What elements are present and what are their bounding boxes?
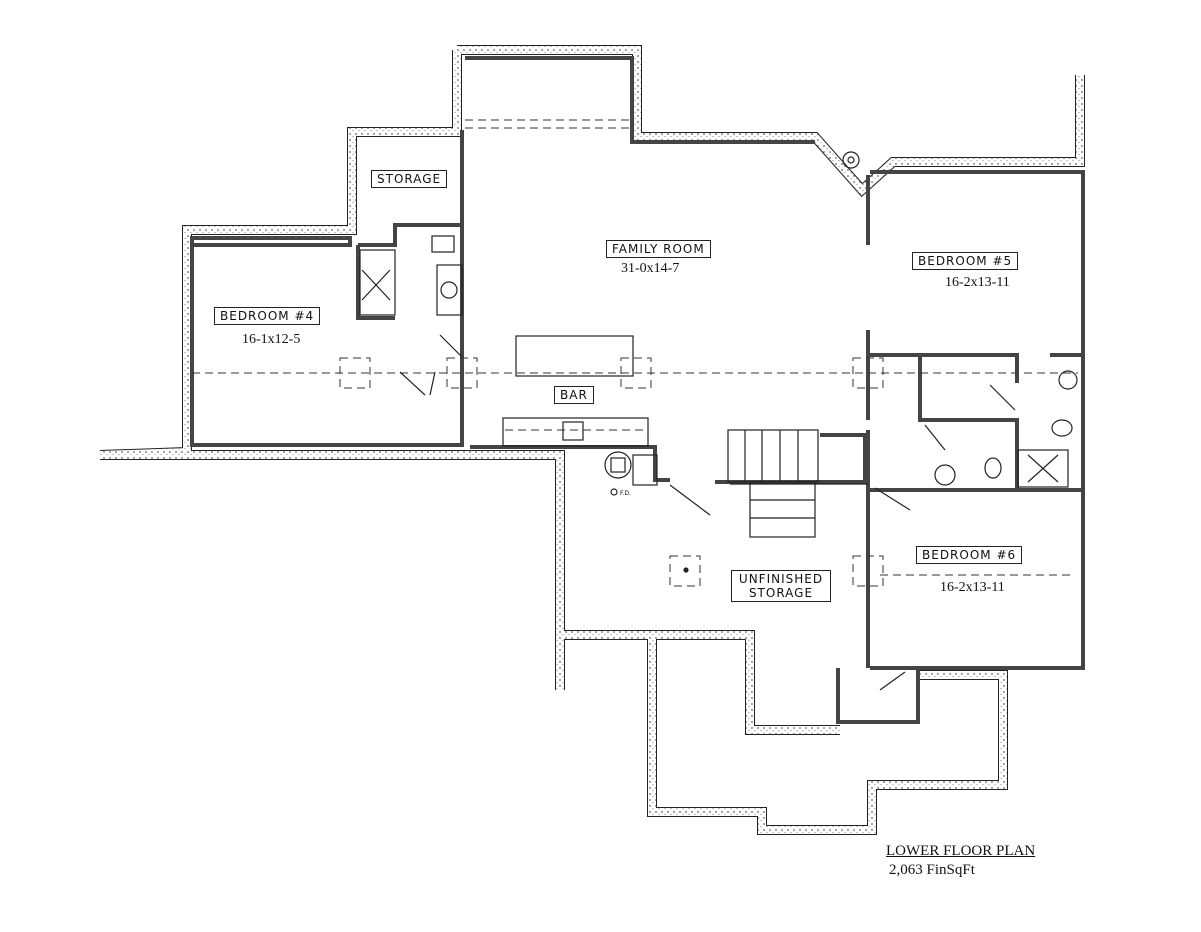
beam-lines bbox=[192, 119, 1078, 587]
foundation-walls bbox=[99, 45, 1085, 835]
stairs bbox=[727, 429, 868, 538]
bar-counter bbox=[502, 335, 649, 447]
room-label-bar: BAR bbox=[554, 386, 594, 404]
room-dims-bedroom-6: 16-2x13-11 bbox=[940, 580, 1005, 595]
room-dims-family-room: 31-0x14-7 bbox=[621, 261, 680, 276]
bath-fixtures bbox=[359, 151, 1078, 573]
room-dims-bedroom-4: 16-1x12-5 bbox=[242, 332, 301, 347]
floor-drain-label: F.D. bbox=[620, 490, 631, 497]
doors bbox=[399, 334, 1016, 691]
room-label-unfinished-storage: UNFINISHED STORAGE bbox=[731, 570, 831, 602]
room-label-bedroom-5: BEDROOM #5 bbox=[912, 252, 1019, 270]
room-label-family-room: FAMILY ROOM bbox=[606, 240, 711, 258]
plan-title: LOWER FLOOR PLAN bbox=[886, 843, 1036, 859]
interior-walls bbox=[190, 56, 1085, 724]
room-label-bedroom-6: BEDROOM #6 bbox=[916, 546, 1023, 564]
room-label-bedroom-4: BEDROOM #4 bbox=[214, 307, 321, 325]
room-dims-bedroom-5: 16-2x13-11 bbox=[945, 275, 1010, 290]
plan-area: 2,063 FinSqFt bbox=[889, 862, 975, 878]
room-label-storage: STORAGE bbox=[371, 170, 448, 188]
